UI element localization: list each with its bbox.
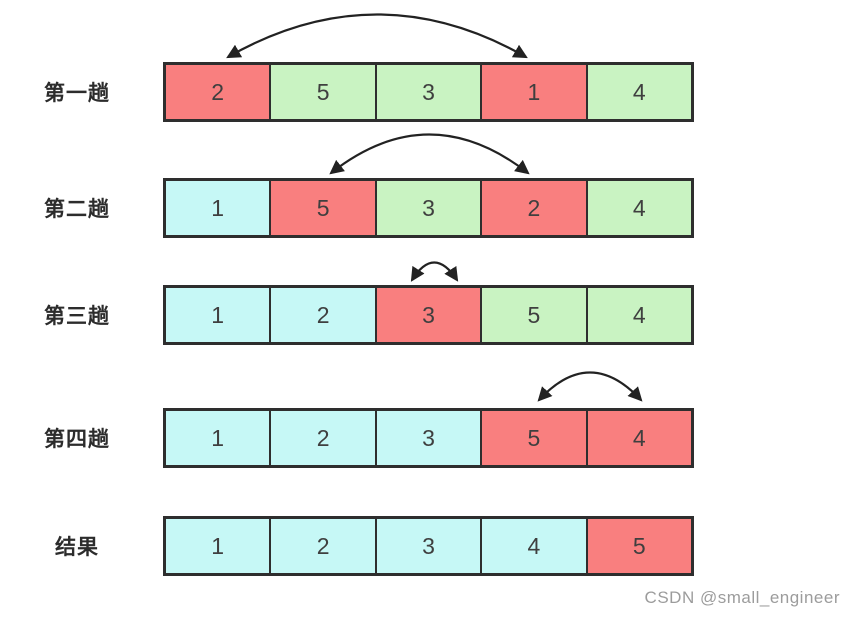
array-cell: 5 bbox=[269, 63, 377, 121]
array-cell: 4 bbox=[585, 179, 694, 237]
pass3-label: 第三趟 bbox=[44, 305, 110, 328]
array-cell: 5 bbox=[480, 409, 588, 467]
array-cell: 1 bbox=[164, 179, 272, 237]
swap-arrow-pass2 bbox=[329, 133, 530, 175]
swap-arrow-pass3 bbox=[410, 261, 459, 282]
array-cell: 5 bbox=[585, 517, 694, 575]
array-cell: 3 bbox=[374, 179, 483, 237]
array-cell: 1 bbox=[164, 409, 272, 467]
array-cell: 1 bbox=[164, 517, 272, 575]
array-cell: 4 bbox=[480, 517, 588, 575]
pass2-label: 第二趟 bbox=[44, 198, 110, 221]
array-cell: 4 bbox=[585, 286, 694, 344]
array-cell: 3 bbox=[374, 517, 483, 575]
array-cell: 2 bbox=[269, 286, 377, 344]
array-cell: 2 bbox=[269, 409, 377, 467]
result-label: 结果 bbox=[55, 536, 99, 559]
array-cell: 2 bbox=[269, 517, 377, 575]
array-cell: 1 bbox=[480, 63, 588, 121]
array-cell: 2 bbox=[164, 63, 272, 121]
array-cell: 4 bbox=[585, 63, 694, 121]
array-cell: 4 bbox=[585, 409, 694, 467]
pass4-label: 第四趟 bbox=[44, 428, 110, 451]
array-cell: 3 bbox=[374, 63, 483, 121]
array-cell: 3 bbox=[374, 286, 483, 344]
array-cell: 5 bbox=[269, 179, 377, 237]
array-cell: 1 bbox=[164, 286, 272, 344]
pass3-array: 1 2 3 5 4 bbox=[163, 285, 694, 345]
watermark: CSDN @small_engineer bbox=[644, 588, 840, 607]
swap-arrow-pass4 bbox=[537, 371, 643, 402]
swap-arrow-pass1 bbox=[226, 13, 528, 59]
result-array: 1 2 3 4 5 bbox=[163, 516, 694, 576]
array-cell: 3 bbox=[374, 409, 483, 467]
array-cell: 5 bbox=[480, 286, 588, 344]
array-cell: 2 bbox=[480, 179, 588, 237]
pass4-array: 1 2 3 5 4 bbox=[163, 408, 694, 468]
pass1-array: 2 5 3 1 4 bbox=[163, 62, 694, 122]
pass1-label: 第一趟 bbox=[44, 82, 110, 105]
pass2-array: 1 5 3 2 4 bbox=[163, 178, 694, 238]
